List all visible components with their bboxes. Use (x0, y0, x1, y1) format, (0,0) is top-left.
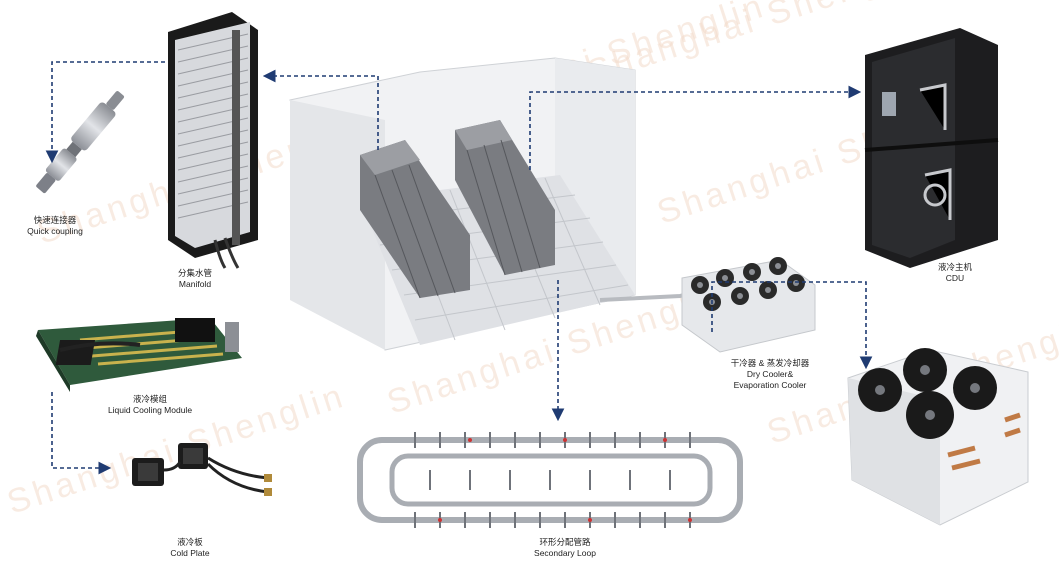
loop-label-en: Secondary Loop (534, 548, 596, 558)
quick-coupling-caption: 快速连接器 Quick coupling (10, 215, 100, 237)
flow-arrows (45, 61, 873, 475)
cooler-label-en2: Evaporation Cooler (733, 380, 807, 390)
cdu-illustration (864, 28, 999, 268)
dry-cooler-illustration (681, 257, 816, 353)
arrow-room-to-cdu (529, 85, 862, 170)
cdu-caption: 液冷主机 CDU (925, 262, 985, 284)
manifold-label-en: Manifold (178, 279, 212, 289)
cooler-label-en1: Dry Cooler& (746, 369, 794, 379)
cdu-label-cn: 液冷主机 (937, 262, 972, 272)
secondary-loop-caption: 环形分配管路 Secondary Loop (505, 537, 625, 559)
module-caption: 液冷模组 Liquid Cooling Module (80, 394, 220, 416)
secondary-loop-illustration (357, 432, 743, 528)
quick-coupling-illustration (36, 91, 125, 194)
cold-plate-label-en: Cold Plate (170, 548, 210, 558)
manifold-label-cn: 分集水管 (177, 268, 212, 278)
cdu-label-en: CDU (945, 273, 965, 283)
liquid-cooling-module-illustration (36, 318, 242, 392)
module-label-cn: 液冷模组 (132, 394, 167, 404)
module-label-en: Liquid Cooling Module (107, 405, 193, 415)
quick-coupling-label-en: Quick coupling (27, 226, 83, 236)
arrow-module-to-cold-plate (51, 392, 112, 475)
cold-plate-caption: 液冷板 Cold Plate (155, 537, 225, 559)
arrow-to-evaporation-cooler (711, 281, 873, 370)
cold-plate-illustration (132, 443, 272, 496)
cold-plate-label-cn: 液冷板 (177, 537, 203, 547)
cooler-caption: 干冷器 & 蒸发冷却器 Dry Cooler& Evaporation Cool… (710, 358, 830, 391)
cooler-label-cn: 干冷器 & 蒸发冷却器 (730, 358, 810, 368)
evaporation-cooler-illustration (847, 348, 1029, 526)
arrow-manifold-to-coupling (45, 61, 165, 164)
arrow-room-to-manifold (262, 69, 379, 150)
manifold-caption: 分集水管 Manifold (160, 268, 230, 290)
manifold-rack-illustration (168, 12, 258, 269)
loop-label-cn: 环形分配管路 (539, 537, 591, 547)
quick-coupling-label-cn: 快速连接器 (33, 215, 77, 225)
data-room-illustration (289, 57, 701, 351)
